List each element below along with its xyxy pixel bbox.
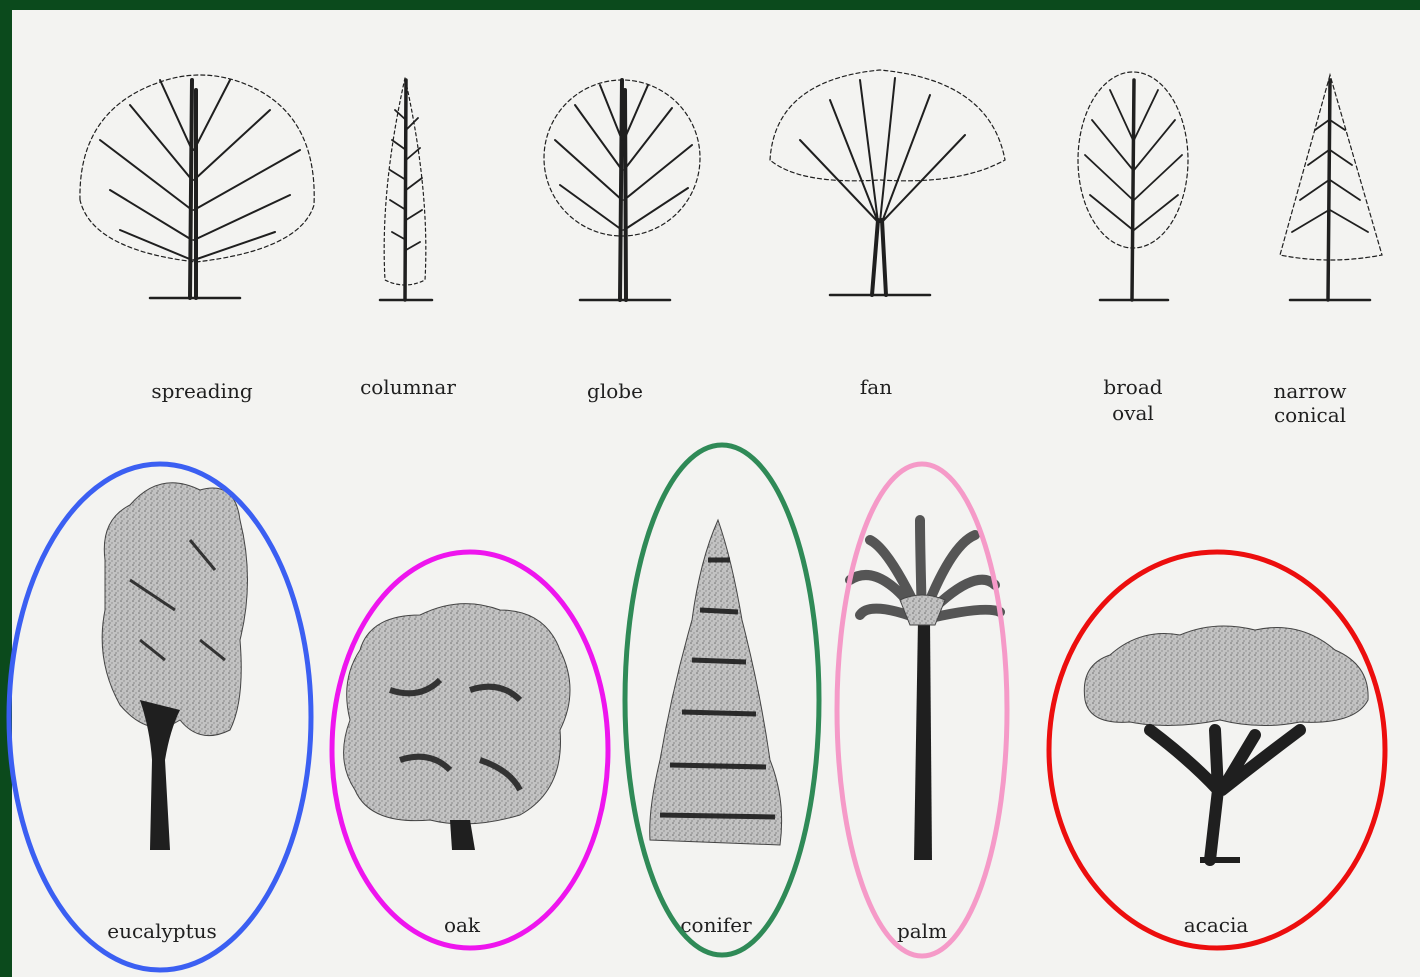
species-label-palm: palm [897, 919, 947, 943]
form-label-columnar: columnar [360, 375, 456, 399]
form-label-narrow-conical: narrowconical [1273, 379, 1346, 427]
species-label-acacia: acacia [1184, 913, 1249, 937]
form-label-fan: fan [860, 375, 892, 399]
species-label-eucalyptus: eucalyptus [107, 919, 217, 943]
form-label-spreading: spreading [151, 379, 252, 403]
form-label-globe: globe [587, 379, 643, 403]
species-label-oak: oak [444, 913, 481, 937]
species-label-conifer: conifer [680, 913, 752, 937]
